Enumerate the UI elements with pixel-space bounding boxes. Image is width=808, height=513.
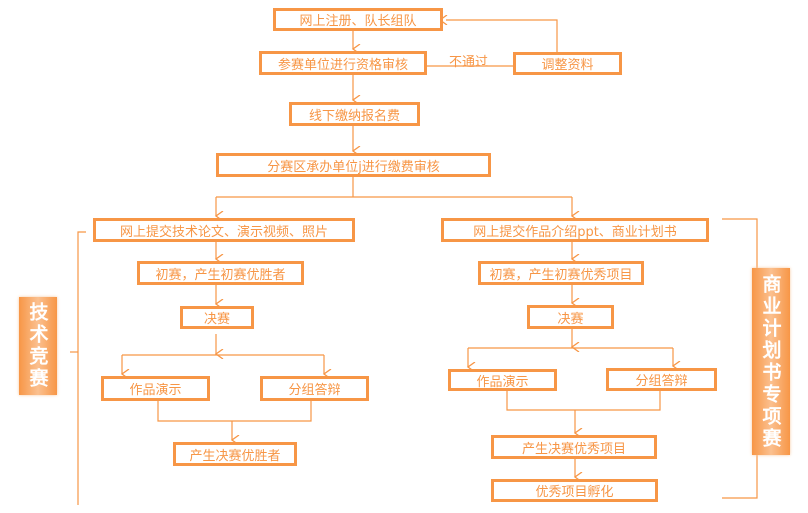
adjust-materials-box: 调整资料 [513, 52, 622, 75]
tech-final-box: 决赛 [180, 306, 254, 329]
biz-incubate-box: 优秀项目孵化 [491, 479, 658, 502]
biz-final-box: 决赛 [527, 305, 614, 329]
register-team-box: 网上注册、队长组队 [273, 8, 443, 31]
qualification-review-box: 参赛单位进行资格审核 [259, 51, 427, 75]
tech-winner-box: 产生决赛优胜者 [173, 442, 297, 466]
tech-competition-label: 技术竞赛 [19, 297, 57, 395]
business-plan-label: 商业计划书专项赛 [752, 268, 790, 455]
pay-fee-box: 线下缴纳报名费 [289, 102, 420, 126]
biz-winner-box: 产生决赛优秀项目 [491, 435, 657, 459]
biz-defense-box: 分组答辩 [606, 368, 717, 391]
biz-prelim-box: 初赛，产生初赛优秀项目 [478, 261, 644, 285]
fail-label: 不通过 [449, 55, 489, 70]
tech-defense-box: 分组答辩 [260, 376, 369, 401]
tech-prelim-box: 初赛，产生初赛优胜者 [137, 261, 304, 285]
tech-demo-box: 作品演示 [101, 376, 210, 401]
biz-demo-box: 作品演示 [448, 369, 557, 391]
biz-submit-box: 网上提交作品介绍ppt、商业计划书 [441, 218, 709, 242]
district-review-box: 分赛区承办单位j进行缴费审核 [216, 153, 491, 177]
tech-submit-box: 网上提交技术论文、演示视频、照片 [93, 218, 355, 242]
